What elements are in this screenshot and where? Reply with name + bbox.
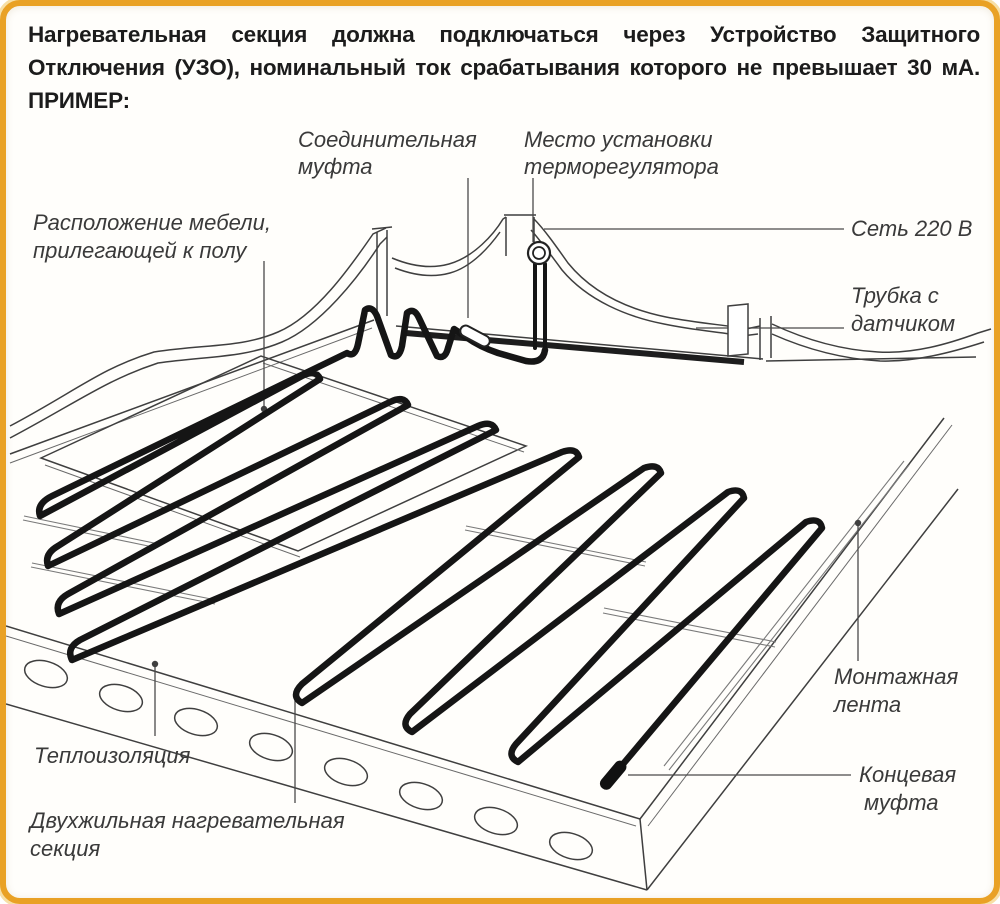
end-coupling-sleeve [599,760,627,790]
insulation-holes [23,659,594,861]
heating-cable [36,240,826,790]
sensor-tube [727,303,749,357]
label-insulation: Теплоизоляция [34,743,191,768]
label-sensor-tube: Трубка с [851,283,939,308]
baseboard [405,330,745,365]
note-line-1: Нагревательная секция должна подключатьс… [28,22,980,47]
label-mounting-tape-2: лента [832,692,901,717]
thermostat-mount-inner-circle [532,246,546,260]
label-mounting-tape: Монтажная [834,664,958,689]
wall-cable-pair [533,262,547,352]
label-furniture-area-2: прилегающей к полу [33,238,248,263]
label-furniture-area: Расположение мебели, [33,210,271,235]
label-mains-220v: Сеть 220 В [851,216,972,241]
wall-left [9,226,393,439]
installation-diagram: Соединительная муфта Место установки тер… [6,127,992,891]
label-sensor-tube-2: датчиком [851,311,955,336]
label-heating-section-2: секция [30,836,100,861]
heating-cable-serpentine [36,305,826,774]
mounting-tape-strips [22,460,910,771]
callout-labels: Соединительная муфта Место установки тер… [27,127,972,861]
label-connecting-coupling-2: муфта [298,154,373,179]
label-thermostat-location-2: терморегулятора [524,154,719,179]
thermostat-mount-circle [526,240,552,266]
leader-lines [151,178,862,803]
label-end-coupling-2: муфта [864,790,939,815]
label-connecting-coupling: Соединительная [298,127,477,152]
note-line-2: Отключения (УЗО), номинальный ток срабат… [28,55,980,80]
note-text: Нагревательная секция должна подключатьс… [28,18,980,117]
example-label: ПРИМЕР: [28,88,130,113]
label-end-coupling: Концевая [859,762,956,787]
walls [9,214,992,439]
label-thermostat-location: Место установки [524,127,713,152]
connecting-coupling-sleeve [459,324,491,348]
leader-dot-insulation [151,660,159,668]
label-heating-section: Двухжильная нагревательная [27,808,345,833]
leader-dot-mounting-tape [854,519,862,527]
wall-right [771,323,992,362]
